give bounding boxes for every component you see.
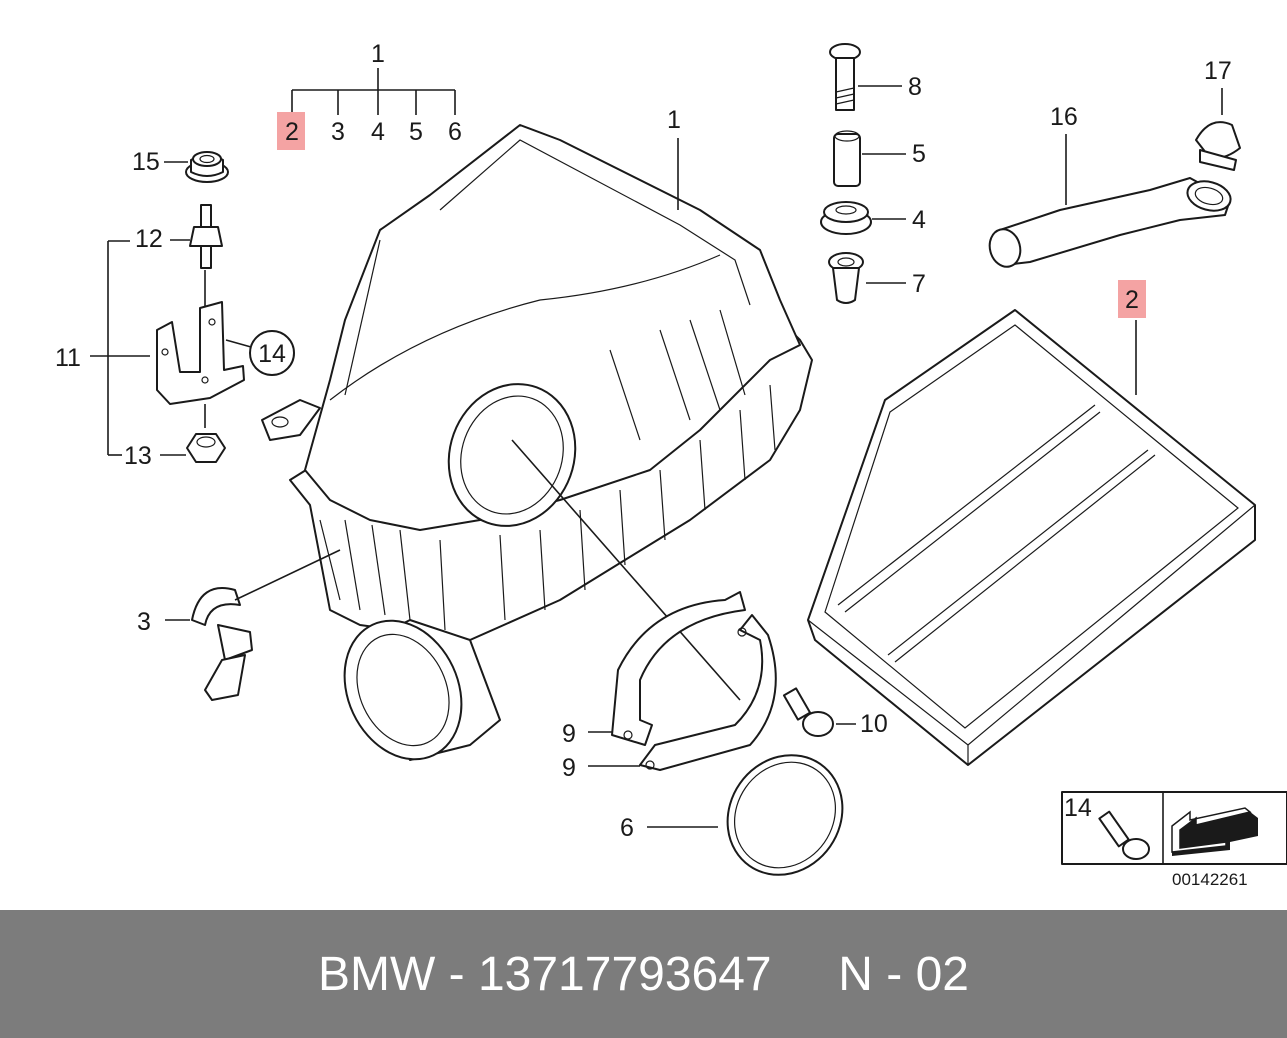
- callout-16: 16: [1050, 103, 1078, 131]
- flange-nut-15: [185, 151, 229, 183]
- direction-arrow-icon: [1171, 807, 1258, 856]
- callout-6: 6: [620, 814, 634, 842]
- air-filter-housing: [261, 124, 813, 761]
- callout-10: 10: [860, 710, 888, 738]
- parts-diagram: 1 2 3 4 5 6 15 12: [55, 40, 1287, 889]
- callout-assembly-3: 3: [331, 118, 345, 146]
- grommet-4: [820, 201, 872, 235]
- callout-housing-1: 1: [667, 106, 681, 134]
- bracket-11: [156, 301, 245, 405]
- callout-14: 14: [258, 340, 286, 368]
- callout-9b: 9: [562, 754, 576, 782]
- hose-16: [988, 177, 1232, 268]
- sleeve-5: [833, 130, 861, 187]
- callout-9a: 9: [562, 720, 576, 748]
- highlight-box-2: [277, 112, 305, 150]
- callout-14-circle: [249, 330, 295, 376]
- hose-clamp-17: [1195, 121, 1241, 171]
- air-filter-element-2: [807, 309, 1256, 766]
- bolt-8: [829, 43, 861, 111]
- callout-15: 15: [132, 148, 160, 176]
- callout-5: 5: [912, 140, 926, 168]
- callout-assembly-5: 5: [409, 118, 423, 146]
- callout-filter-2: 2: [1125, 286, 1139, 314]
- callout-13: 13: [124, 442, 152, 470]
- hex-nut-13: [186, 433, 226, 463]
- screw-10: [782, 687, 834, 737]
- callout-8: 8: [908, 73, 922, 101]
- callout-7: 7: [912, 270, 926, 298]
- assembly-callout-tree: 1 2 3 4 5 6: [277, 40, 462, 150]
- callout-12: 12: [135, 225, 163, 253]
- callout-assembly-4: 4: [371, 118, 385, 146]
- leader-housing-seal: [511, 439, 741, 701]
- mounting-hardware-group: 15 12 11 14 13: [55, 148, 295, 470]
- diagram-code: 00142261: [1172, 870, 1248, 889]
- footer-bar: BMW - 13717793647 N - 02: [0, 910, 1287, 1038]
- callout-17: 17: [1204, 57, 1232, 85]
- callout-4: 4: [912, 206, 926, 234]
- callout-assembly-6: 6: [448, 118, 462, 146]
- seal-ring-6: [726, 754, 844, 876]
- mounting-ring-9: [611, 591, 777, 771]
- highlight-box-filter-2: [1118, 280, 1146, 318]
- inset-screw-14: [1098, 810, 1150, 860]
- expansion-nut-7: [828, 252, 864, 304]
- callout-11: 11: [55, 344, 81, 372]
- callout-3: 3: [137, 608, 151, 636]
- callout-assembly-1: 1: [371, 40, 385, 68]
- inset-callout-14: 14: [1064, 794, 1092, 822]
- callout-assembly-2: 2: [285, 118, 299, 146]
- footer-text: BMW - 13717793647 N - 02: [318, 947, 969, 1001]
- inset-box: 14: [1061, 791, 1287, 865]
- sensor-3: [191, 587, 253, 701]
- rubber-mount-12: [189, 204, 223, 269]
